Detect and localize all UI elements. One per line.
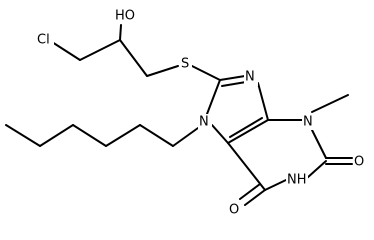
molecule-structure: Cl HO S N N N NH O O — [5, 8, 367, 218]
bond-h3-h4 — [72, 124, 107, 147]
bond-n7-c8 — [206, 79, 221, 115]
atom-label-carbonyl-o-bottom: O — [229, 203, 239, 218]
bond-h5-h6 — [5, 124, 41, 147]
bond-n7-h1 — [172, 127, 199, 147]
bond-c4-c5 — [227, 119, 269, 144]
bond-c8-n9-double — [221, 81, 247, 87]
bond-c6-o-double — [239, 183, 261, 200]
bond-c5-n7 — [211, 124, 229, 144]
atom-label-n-hexyl: N — [199, 115, 209, 130]
atom-label-carbonyl-o-right: O — [354, 155, 364, 170]
bond-cl-c1 — [51, 41, 81, 61]
atom-label-cl: Cl — [37, 33, 50, 48]
atom-label-sulfur: S — [181, 57, 189, 72]
bond-n3-c2 — [311, 129, 327, 159]
bond-c2-oh — [119, 24, 122, 41]
bond-c6-c5 — [227, 142, 266, 191]
atom-label-n-methyl: N — [303, 115, 313, 130]
atom-label-n-imidazole: N — [245, 70, 255, 85]
atom-labels: Cl HO S N N N NH O O — [36, 8, 367, 218]
bond-h2-h3 — [105, 124, 141, 147]
bond-n3-ch3 — [311, 94, 349, 113]
bond-n9-c4 — [257, 82, 269, 121]
bond-c3-s — [146, 65, 179, 77]
bond-c2-c3 — [119, 39, 148, 77]
bond-c6-o — [244, 189, 266, 206]
bond-c1-c2 — [79, 39, 121, 61]
structure-canvas: Cl HO S N N N NH O O — [5, 8, 367, 218]
bond-group — [5, 24, 353, 206]
bond-c8-n9 — [219, 75, 246, 81]
bond-c2-n1 — [306, 160, 327, 179]
bond-s-c8 — [191, 65, 221, 81]
atom-label-nh: NH — [287, 173, 307, 188]
bond-n1-c6 — [264, 179, 287, 191]
bond-h4-h5 — [39, 124, 74, 147]
atom-label-hydroxyl: HO — [115, 9, 135, 24]
bond-h1-h2 — [139, 124, 174, 147]
bond-c4-c5-double — [229, 117, 263, 138]
